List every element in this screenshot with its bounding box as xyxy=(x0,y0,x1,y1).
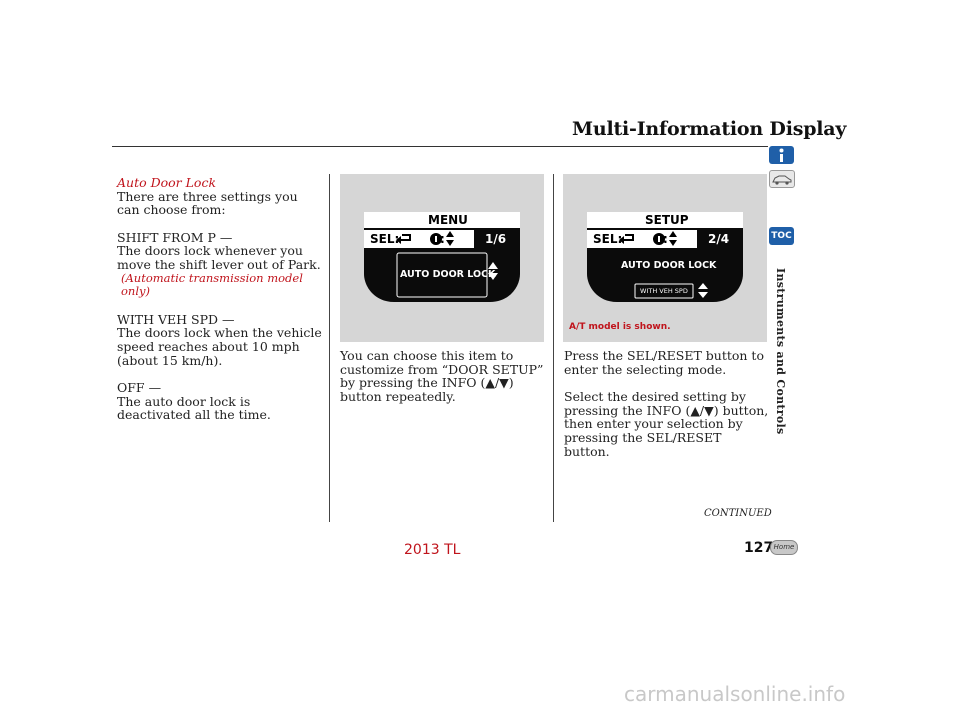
page-number: 127 xyxy=(744,540,774,556)
setup-display-page: 2/4 xyxy=(708,232,730,246)
home-button[interactable]: Home xyxy=(770,540,798,555)
left-column: Auto Door Lock There are three settings … xyxy=(117,176,323,422)
setup-display-colon: : xyxy=(663,232,668,246)
setup-display-title: SETUP xyxy=(645,213,689,227)
setup-display-figure: SETUP SEL: : 2/4 AUTO DOOR LOCK WITH VEH… xyxy=(563,174,767,342)
intro-text: There are three settings you can choose … xyxy=(117,188,298,218)
setting-label-off: OFF — xyxy=(117,380,162,396)
setup-display-value: WITH VEH SPD xyxy=(640,287,688,295)
menu-display-item: AUTO DOOR LOCK xyxy=(400,269,496,280)
menu-display-colon: : xyxy=(440,232,445,246)
sidebar-vertical-label: Instruments and Controls xyxy=(774,268,787,435)
page-title: Multi-Information Display xyxy=(572,118,847,140)
menu-display-figure: MENU SEL: : 1/6 AUTO DOOR LOCK xyxy=(340,174,544,342)
right-text-1: Press the SEL/RESET button to enter the … xyxy=(564,348,764,377)
right-column-text: Press the SEL/RESET button to enter the … xyxy=(564,349,770,458)
middle-column-text: You can choose this item to customize fr… xyxy=(340,348,544,404)
figure-caption: A/T model is shown. xyxy=(569,322,671,332)
setting-desc-off: The auto door lock is deactivated all th… xyxy=(117,393,271,423)
menu-display-sel: SEL: xyxy=(370,232,400,246)
info-icon[interactable] xyxy=(769,146,794,164)
menu-lcd-shape xyxy=(364,212,520,302)
column-divider-1 xyxy=(329,174,330,522)
setup-display-sel: SEL: xyxy=(593,232,623,246)
toc-button[interactable]: TOC xyxy=(769,227,794,245)
setup-lcd-shape xyxy=(587,212,743,302)
car-icon[interactable] xyxy=(769,170,795,188)
right-text-2: Select the desired setting by pressing t… xyxy=(564,389,769,459)
model-year-label: 2013 TL xyxy=(404,542,461,558)
setting-desc-shift-from-p: The doors lock whenever you move the shi… xyxy=(117,243,321,272)
watermark: carmanualsonline.info xyxy=(624,682,846,706)
setting-label-shift-from-p: SHIFT FROM P — xyxy=(117,229,233,245)
menu-display-title: MENU xyxy=(428,213,468,227)
continued-label: CONTINUED xyxy=(704,508,772,519)
setting-note: (Automatic transmission model only) xyxy=(121,270,303,299)
menu-display-page: 1/6 xyxy=(485,232,507,246)
header-rule xyxy=(112,146,768,147)
column-divider-2 xyxy=(553,174,554,522)
setup-display-item: AUTO DOOR LOCK xyxy=(621,260,717,271)
setting-label-with-veh-spd: WITH VEH SPD — xyxy=(117,311,235,327)
section-heading: Auto Door Lock xyxy=(117,175,217,190)
setting-desc-with-veh-spd: The doors lock when the vehicle speed re… xyxy=(117,325,322,368)
